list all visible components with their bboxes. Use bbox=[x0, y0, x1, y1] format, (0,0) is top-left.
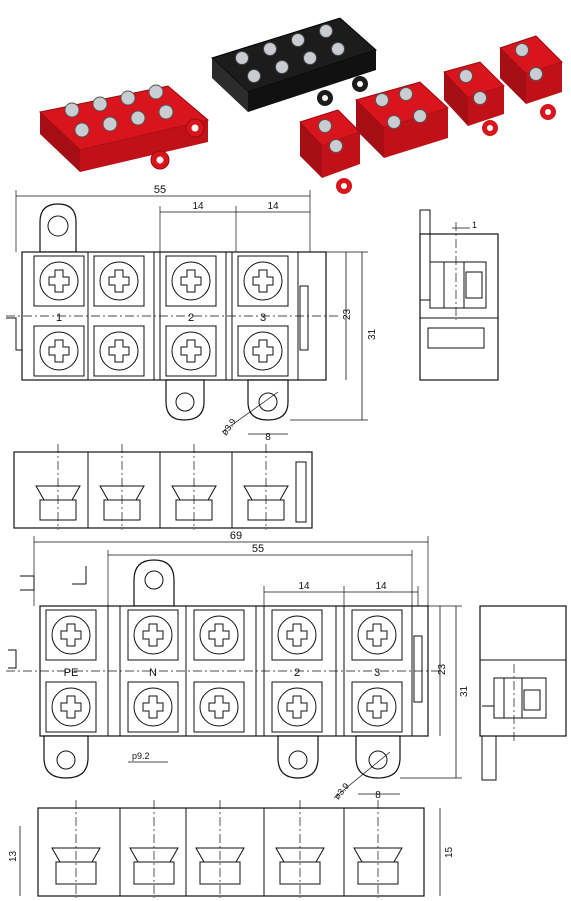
dim-pitch-1: 14 bbox=[192, 201, 204, 212]
terminal-mark-2: 2 bbox=[188, 312, 194, 324]
dim-overall-length-b: 69 bbox=[230, 530, 242, 542]
dim-hole-diameter: ø3.9 bbox=[219, 417, 238, 437]
dim-total-height: 31 bbox=[367, 328, 378, 340]
terminal-mark-3b: 3 bbox=[374, 667, 380, 679]
terminal-mark-n: N bbox=[149, 667, 157, 679]
dim-mount-width-b: 8 bbox=[375, 790, 381, 801]
dim-pitch-1-b: 14 bbox=[298, 581, 310, 592]
dim-hole-diameter-b: ø3.9 bbox=[332, 781, 351, 801]
product-photo bbox=[38, 17, 563, 194]
drawing-b-clamps bbox=[51, 847, 403, 885]
drawing-a-side-view: 1 bbox=[419, 209, 499, 381]
red-1-way-block-front bbox=[299, 109, 361, 194]
dim-mount-width: 8 bbox=[265, 432, 271, 443]
drawing-a-screws bbox=[33, 255, 289, 377]
red-1-way-block-middle bbox=[443, 61, 505, 136]
dim-total-height-b: 31 bbox=[459, 685, 470, 697]
terminal-mark-3: 3 bbox=[260, 312, 266, 324]
dim-overall-length: 55 bbox=[154, 184, 166, 196]
black-4-way-block bbox=[211, 17, 377, 112]
dim-pitch-2-b: 14 bbox=[375, 581, 387, 592]
dim-screw-pitch: p9.2 bbox=[132, 751, 150, 761]
drawing-a-top-view: 1 2 3 55 14 14 23 31 ø3.9 8 bbox=[6, 184, 378, 443]
terminal-mark-2b: 2 bbox=[294, 667, 300, 679]
drawing-b-side-view bbox=[479, 605, 567, 781]
dim-body-height-b: 23 bbox=[437, 663, 448, 675]
drawing-b-screws bbox=[45, 609, 403, 733]
dim-body-height: 23 bbox=[342, 308, 353, 320]
red-2-way-block bbox=[355, 81, 449, 158]
drawing-b-front-profile: 13 15 bbox=[8, 800, 455, 898]
red-1-way-block-right bbox=[499, 35, 563, 120]
drawing-a-front-profile bbox=[13, 444, 313, 530]
drawing-a-clamps bbox=[35, 485, 289, 521]
terminal-mark-pe: PE bbox=[64, 667, 79, 679]
dim-inner-length-b: 55 bbox=[252, 543, 264, 555]
dim-profile-height-left: 13 bbox=[8, 850, 19, 862]
red-4-way-block bbox=[38, 84, 210, 172]
terminal-mark-1: 1 bbox=[56, 312, 62, 324]
dim-side-thickness: 1 bbox=[472, 220, 477, 230]
dim-profile-height-right: 15 bbox=[444, 846, 455, 858]
dim-pitch-2: 14 bbox=[267, 201, 279, 212]
drawing-b-top-view: PE N 2 3 69 55 14 14 23 31 p9.2 bbox=[6, 530, 470, 801]
